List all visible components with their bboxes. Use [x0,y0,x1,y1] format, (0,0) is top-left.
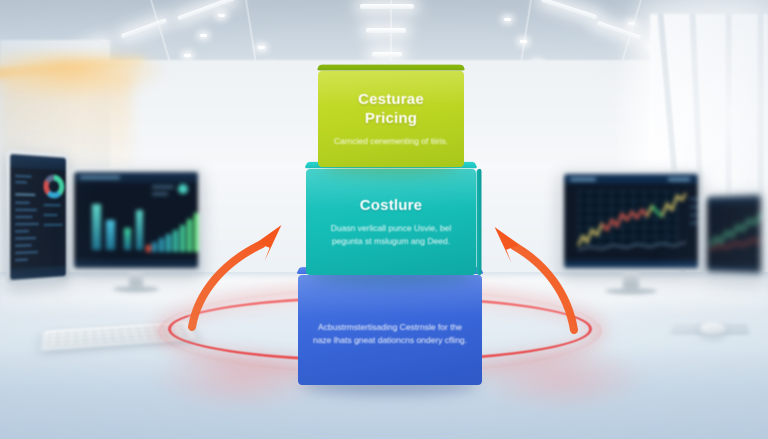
tier-box-blue-face: Acbustrmstertisading Cestrnsle for the n… [298,275,482,385]
monitor-left [70,168,202,292]
monitor-right-screen [564,174,698,268]
tier-box-green-title-line1: Cesturae [358,90,424,108]
tier-box-blue-subtitle: Acbustrmstertisading Cestrnsle for the n… [312,321,468,345]
monitor-far-right [703,190,765,278]
monitor-right [560,170,702,294]
mouse[interactable] [700,322,726,335]
monitor-far-left-screen [10,153,66,281]
tier-box-green-subtitle: Carncied cenementing of tiiris. [333,136,449,147]
tier-box-blue[interactable]: Acbustrmstertisading Cestrnsle for the n… [296,267,484,395]
candlestick-line [578,192,686,251]
tier-box-teal[interactable]: Costlure Duasn verlicall punce Usvie, be… [304,161,482,285]
tier-box-teal-title: Costlure [359,197,423,215]
soffit-glow [0,52,160,98]
tier-box-teal-face: Costlure Duasn verlicall punce Usvie, be… [306,169,476,275]
monitor-left-screen [74,172,198,268]
tier-box-green-title-line2: Pricing [364,110,418,128]
tier-box-green-face: Cesturae Pricing Carncied cenementing of… [318,71,464,167]
tier-box-green[interactable]: Cesturae Pricing Carncied cenementing of… [316,64,466,175]
monitor-far-right-screen [706,194,761,274]
monitor-far-left [6,149,70,285]
tier-box-teal-subtitle: Duasn verlicall punce Usvie, bel pegunta… [330,223,452,247]
tier-box-teal-side [476,168,482,276]
pricing-tier-stack: Acbustrmstertisading Cestrnsle for the n… [292,63,488,395]
tier-box-green-top [316,64,466,71]
